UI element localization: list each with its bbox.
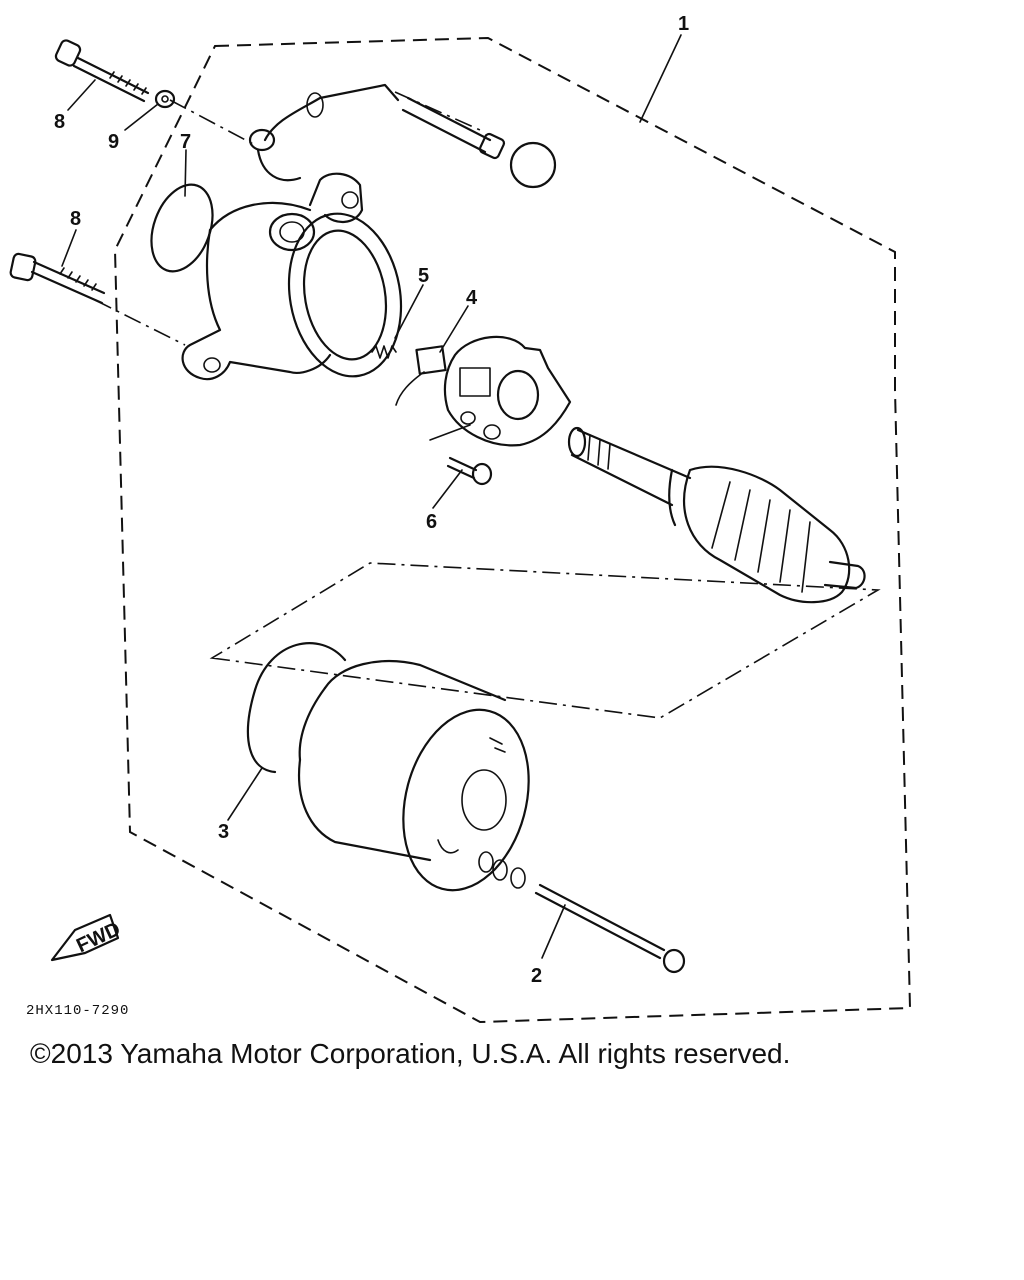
cable-tube [401,96,557,189]
o-ring-rear [246,642,347,774]
brush-spring [371,345,397,359]
callout-3: 3 [218,821,229,843]
callout-8-upper: 8 [54,111,65,133]
brush-plate [429,335,572,447]
callout-5: 5 [418,265,429,287]
callout-6: 6 [426,511,437,533]
callout-8-lower: 8 [70,208,81,230]
callout-2: 2 [531,965,542,987]
armature [567,426,866,604]
front-cover [181,83,403,381]
brush [395,345,447,406]
callout-4: 4 [466,287,478,309]
screw [446,456,493,486]
fwd-label: FWD [73,918,124,957]
callout-9: 9 [108,131,119,153]
through-bolt [534,883,686,974]
exploded-parts-diagram: FWD 1 2 3 4 5 6 7 8 8 9 2HX110-7290 [9,13,912,1024]
yoke [298,660,530,892]
armature-frame [209,562,881,719]
bolt-lower [9,252,106,305]
copyright-notice: ©2013 Yamaha Motor Corporation, U.S.A. A… [30,1038,791,1069]
callout-7: 7 [180,131,191,153]
assembly-boundary [113,36,912,1024]
callout-1: 1 [678,13,689,35]
fwd-arrow: FWD [50,913,124,962]
washer [154,89,176,109]
bolt-upper [54,39,150,103]
drawing-code: 2HX110-7290 [26,1003,129,1019]
leader-lines [61,34,682,959]
